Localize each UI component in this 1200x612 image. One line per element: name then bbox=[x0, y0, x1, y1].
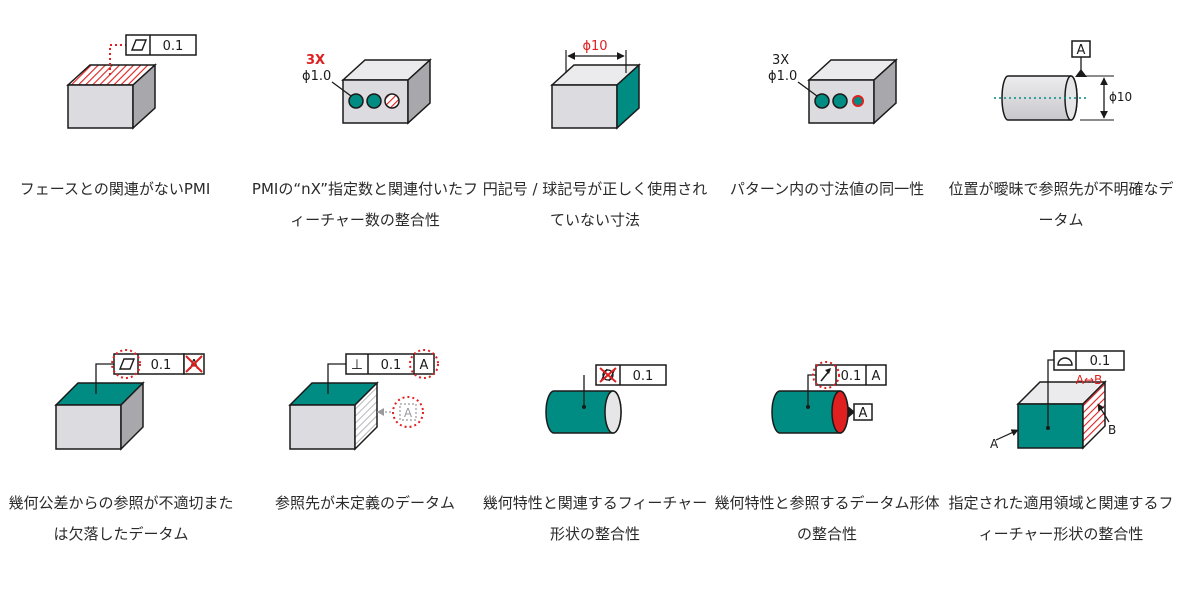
cube-side-face-hatched bbox=[354, 381, 378, 451]
highlight-circle bbox=[111, 349, 141, 379]
cylindricity-symbol-icon bbox=[599, 367, 617, 383]
datum-frame bbox=[853, 403, 873, 421]
cube-side-face bbox=[407, 58, 431, 125]
illustration-cylinder-datum: ϕ10 A bbox=[994, 40, 1132, 121]
flatness-symbol-icon bbox=[130, 39, 148, 51]
cube-front-face bbox=[55, 404, 122, 450]
feature-control-frame bbox=[113, 353, 185, 375]
cube-side-face bbox=[132, 63, 156, 130]
leader-dotted bbox=[109, 44, 126, 75]
caption: PMIの“nX”指定数と関連付いたフィーチャー数の整合性 bbox=[251, 180, 479, 229]
cube-front-face bbox=[67, 84, 134, 129]
cube-side-face-hatched bbox=[1082, 380, 1106, 450]
range-label: A↔B bbox=[1076, 373, 1103, 387]
datum-label: A bbox=[1077, 43, 1086, 58]
datum-label: A bbox=[190, 358, 199, 373]
flatness-symbol-icon bbox=[118, 358, 136, 370]
illustration-cube-pattern-holes: 3X ϕ1.0 bbox=[768, 53, 898, 125]
hole-3-different-size bbox=[852, 95, 864, 107]
fcf-value: 0.1 bbox=[841, 369, 862, 384]
caption: フェースとの関連がないPMI bbox=[19, 180, 211, 198]
highlight-circle bbox=[409, 349, 439, 379]
diameter-label: ϕ10 bbox=[582, 39, 607, 54]
cube-front-face bbox=[551, 84, 618, 129]
caption: 幾何特性と参照するデータム形体の整合性 bbox=[714, 494, 940, 543]
datum-frame bbox=[1071, 40, 1091, 58]
illustration-cube-three-holes: 3X ϕ1.0 bbox=[302, 53, 432, 125]
datum-triangle bbox=[848, 406, 855, 418]
fcf-value: 0.1 bbox=[163, 39, 184, 54]
diameter-label: ϕ1.0 bbox=[768, 69, 797, 84]
item-ambiguous-datum: ϕ10 A 位置が曖昧で参照先が不明確なデータム bbox=[946, 0, 1176, 300]
caption: 参照先が未定義のデータム bbox=[274, 494, 455, 512]
datum-label: A bbox=[420, 358, 429, 373]
hole-1 bbox=[348, 93, 364, 109]
circular-runout-symbol-icon bbox=[820, 368, 831, 382]
leader-line bbox=[1047, 359, 1054, 426]
leader-line bbox=[95, 363, 114, 394]
cylinder-end-face bbox=[604, 390, 622, 434]
cube-side-face-teal bbox=[616, 63, 640, 130]
caption: 幾何特性と関連するフィーチャー形状の整合性 bbox=[482, 494, 708, 543]
illustration-cube-invalid-reference: 0.1 A bbox=[54, 349, 205, 451]
datum-feature-label: A bbox=[859, 406, 868, 421]
fcf-value: 0.1 bbox=[633, 369, 654, 384]
cube-side-face bbox=[873, 58, 897, 125]
ghost-datum-label: A bbox=[404, 406, 413, 420]
caption: 指定された適用領域と関連するフィーチャー形状の整合性 bbox=[948, 494, 1174, 543]
item-face-unrelated-pmi: 0.1 フェースとの関連がないPMI bbox=[0, 0, 230, 300]
count-label: 3X bbox=[772, 53, 789, 68]
item-pattern-dimension-identity: 3X ϕ1.0 パターン内の寸法値の同一性 bbox=[712, 0, 942, 300]
cube-front-face bbox=[289, 404, 356, 450]
diameter-label: ϕ10 bbox=[1109, 90, 1132, 104]
hole-3-unlinked bbox=[384, 93, 400, 109]
ghost-datum-circle bbox=[392, 396, 424, 428]
caption: 円記号 / 球記号が正しく使用されていない寸法 bbox=[482, 180, 708, 229]
caption: 幾何公差からの参照が不適切または欠落したデータム bbox=[8, 494, 234, 543]
surface-profile-symbol-icon bbox=[1057, 357, 1073, 366]
fcf-value: 0.1 bbox=[151, 358, 172, 373]
fcf-value: 0.1 bbox=[1090, 354, 1111, 369]
illustration-cube-undefined-datum: ⊥ 0.1 A A bbox=[288, 349, 439, 451]
point-a-leader bbox=[995, 429, 1019, 441]
count-label: 3X bbox=[306, 53, 325, 68]
leader-line bbox=[327, 363, 346, 394]
item-datum-feature-consistency: 0.1 A A 幾何特性と参照するデータム形体の整合性 bbox=[712, 330, 942, 612]
perpendicularity-symbol-icon: ⊥ bbox=[351, 357, 363, 373]
cylinder-end-face-red bbox=[831, 390, 849, 434]
illustration-cylinder-runout: 0.1 A A bbox=[771, 361, 887, 434]
illustration-cube-flatness: 0.1 bbox=[66, 34, 197, 130]
illustration-cube-diameter-dim: ϕ10 bbox=[550, 39, 641, 130]
item-applied-region-consistency: 0.1 A↔B A B 指定された適用領域と関連するフィーチャー形状の整合性 bbox=[946, 330, 1176, 612]
caption: 位置が曖昧で参照先が不明確なデータム bbox=[948, 180, 1174, 229]
item-diameter-symbol-usage: ϕ10 円記号 / 球記号が正しく使用されていない寸法 bbox=[480, 0, 710, 300]
illustration-cube-surface-profile: 0.1 A↔B A B bbox=[990, 350, 1125, 451]
caption: パターン内の寸法値の同一性 bbox=[729, 180, 925, 198]
leader-line bbox=[331, 81, 352, 97]
diameter-label: ϕ1.0 bbox=[302, 69, 331, 84]
leader-line bbox=[797, 81, 818, 97]
highlight-circle bbox=[812, 361, 840, 389]
cube-side-face bbox=[120, 381, 144, 451]
illustration-cylinder-cylindricity: 0.1 bbox=[545, 364, 667, 434]
feature-control-frame bbox=[125, 34, 197, 56]
item-missing-datum-reference: 0.1 A 幾何公差からの参照が不適切または欠落したデータム bbox=[6, 330, 236, 612]
item-nx-count-consistency: 3X ϕ1.0 PMIの“nX”指定数と関連付いたフィーチャー数の整合性 bbox=[250, 0, 480, 300]
point-a-label: A bbox=[990, 437, 999, 451]
item-undefined-datum: ⊥ 0.1 A A 参照先が未定義のデータム bbox=[250, 330, 480, 612]
point-b-leader bbox=[1097, 403, 1110, 423]
hole-1 bbox=[814, 93, 830, 109]
datum-label: A bbox=[872, 369, 881, 384]
item-geometric-feature-consistency: 0.1 幾何特性と関連するフィーチャー形状の整合性 bbox=[480, 330, 710, 612]
point-b-label: B bbox=[1108, 423, 1116, 437]
hole-2 bbox=[832, 93, 848, 109]
cube-front-face-teal bbox=[1017, 403, 1084, 449]
fcf-value: 0.1 bbox=[381, 358, 402, 373]
feature-control-frame bbox=[815, 364, 887, 386]
datum-triangle bbox=[1075, 69, 1087, 77]
hole-2 bbox=[366, 93, 382, 109]
